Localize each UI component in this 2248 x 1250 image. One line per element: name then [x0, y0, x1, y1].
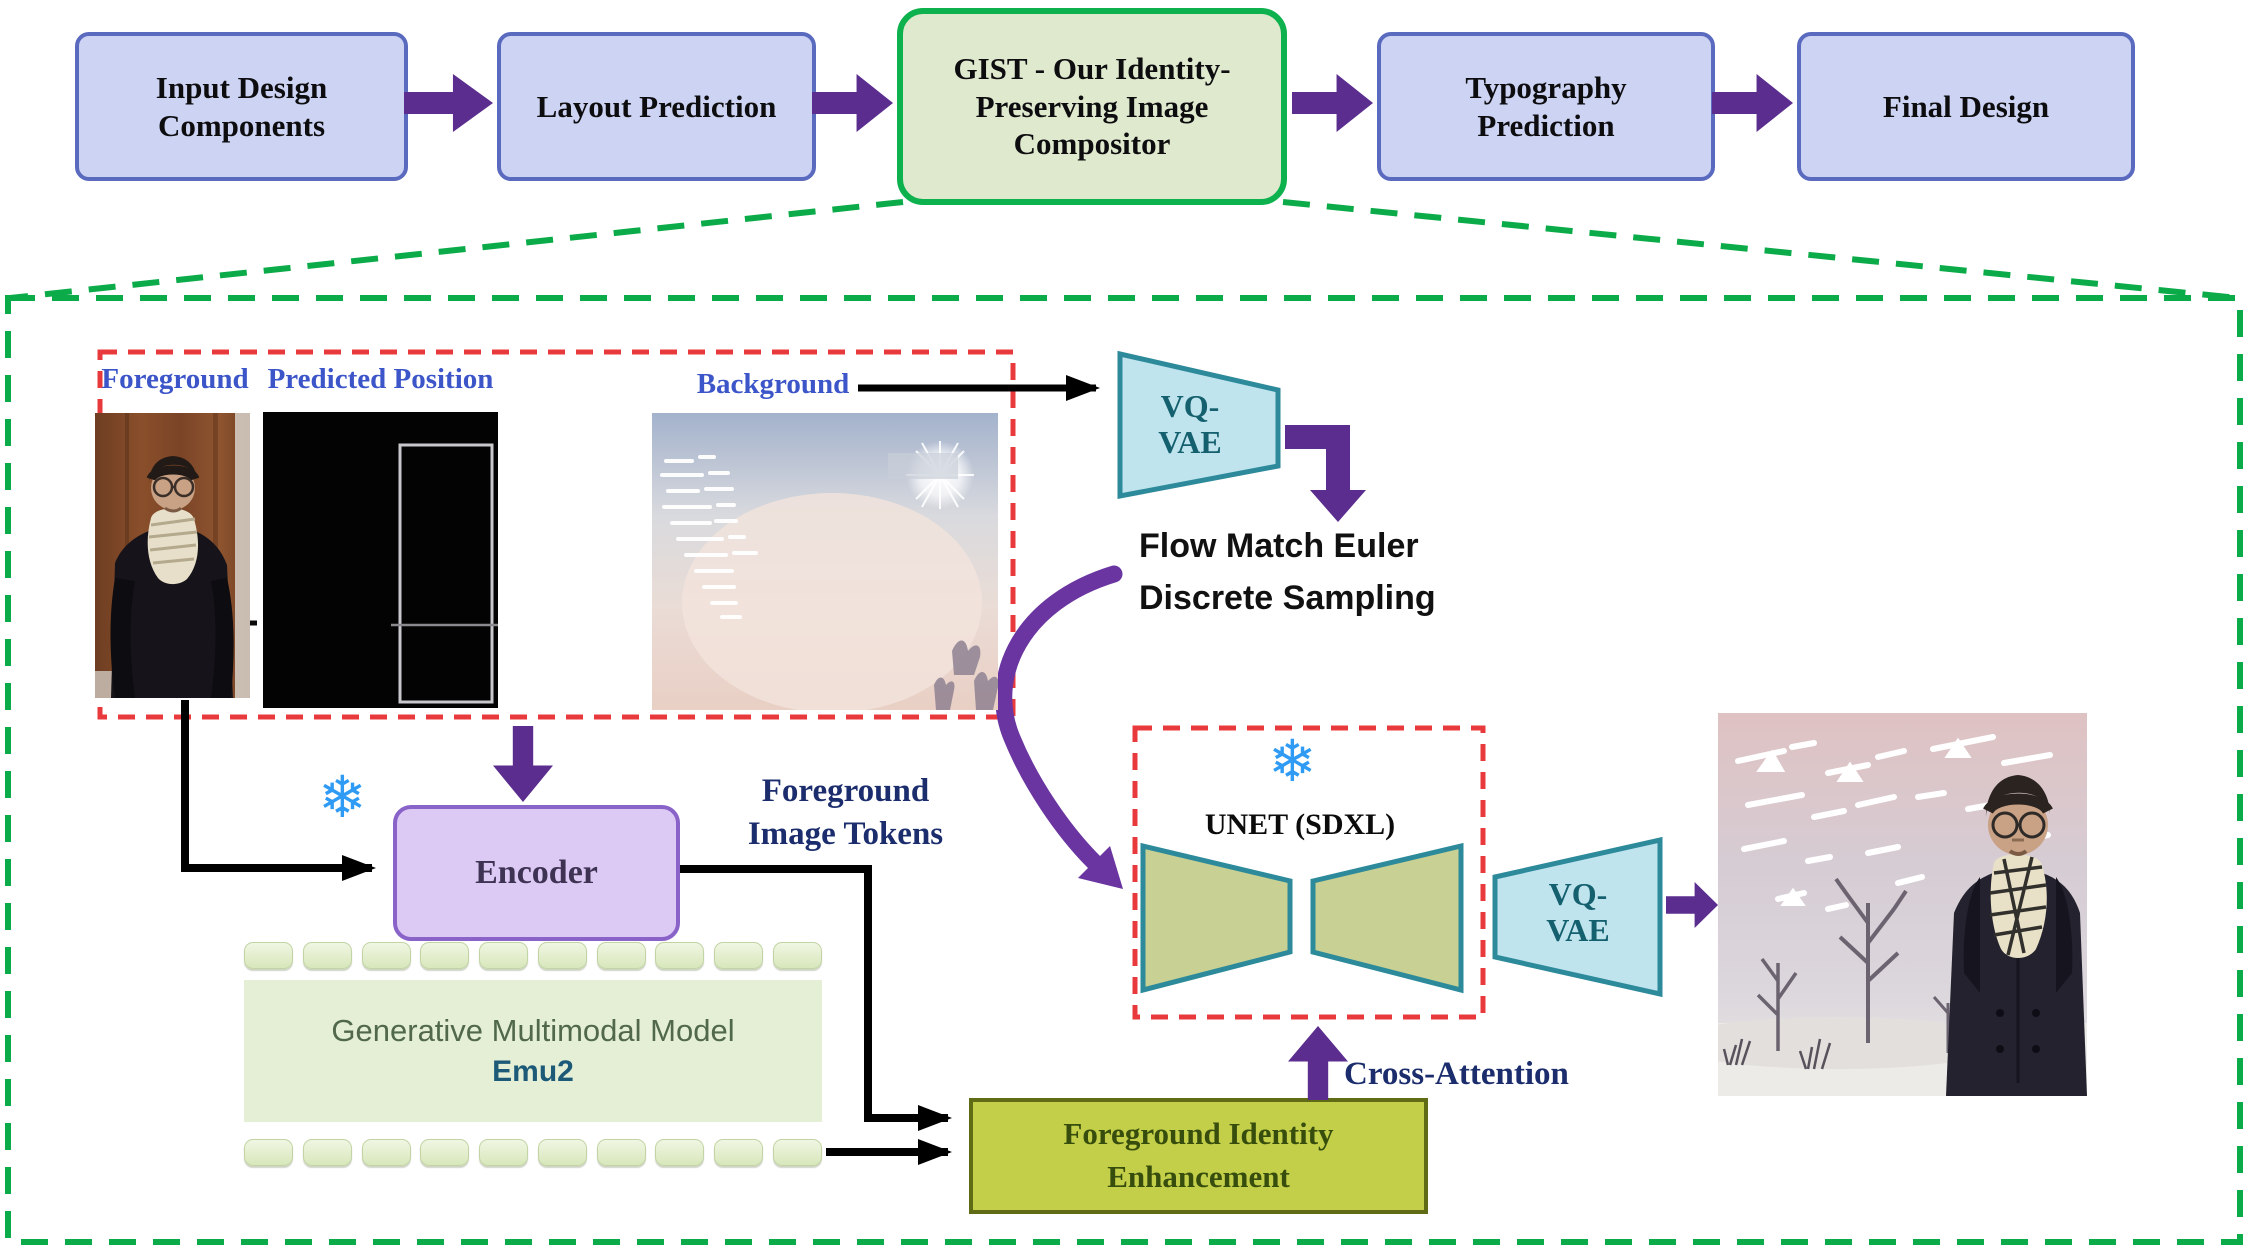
flow-sampling-label: Flow Match Euler Discrete Sampling: [1139, 520, 1436, 624]
token-pill: [596, 1139, 646, 1166]
step-label-line: Prediction: [1477, 107, 1615, 143]
funnel-line-right: [1282, 199, 2239, 301]
input-group-outline: [97, 349, 1016, 720]
token-pill: [655, 942, 705, 969]
predicted-position-label: Predicted Position: [267, 363, 494, 395]
foreground-to-encoder-arrow: [181, 700, 376, 881]
encoder-box: Encoder: [393, 805, 680, 941]
unet-trapezoids: [1140, 842, 1464, 994]
unet-decoder-half: [1310, 842, 1464, 994]
pipeline-step-gist-compositor: GIST - Our Identity- Preserving Image Co…: [897, 8, 1287, 205]
token-pill: [772, 942, 822, 969]
step-label-line: Typography: [1465, 69, 1627, 105]
vqvae-label-line: VAE: [1158, 424, 1222, 460]
token-pill: [479, 1139, 529, 1166]
background-label: Background: [696, 368, 850, 400]
identity-enhancement-box: Foreground Identity Enhancement: [969, 1098, 1428, 1214]
tokens-label-line: Foreground: [761, 773, 930, 809]
snowflake-icon: ❄: [318, 763, 367, 831]
predicted-position-art: [263, 412, 498, 708]
step-label-line: GIST - Our Identity-: [953, 50, 1231, 86]
token-pill: [420, 1139, 470, 1166]
vqvae-label-line: VQ-: [1160, 388, 1220, 424]
encoder-to-fie-arrow: [672, 865, 952, 1131]
token-pill: [714, 1139, 764, 1166]
unet-encoder-half: [1140, 842, 1293, 994]
token-pill: [772, 1139, 822, 1166]
foreground-photo-art: [95, 413, 250, 698]
foreground-tokens-label: Foreground Image Tokens: [723, 770, 968, 856]
tokens-label-line: Image Tokens: [747, 816, 944, 852]
vqvae-label-line: VAE: [1546, 912, 1610, 948]
output-image: [1718, 713, 2087, 1096]
vqvae-encoder-shape: [1117, 350, 1281, 500]
encoder-label: Encoder: [475, 854, 598, 891]
step-label-line: Layout Prediction: [536, 88, 777, 124]
generative-model-name: Emu2: [492, 1055, 574, 1088]
foreground-label: Foreground: [101, 363, 249, 395]
foreground-photo: [95, 413, 250, 698]
token-row-top: [244, 942, 822, 969]
fie-label-line: Enhancement: [1107, 1159, 1290, 1194]
output-image-art: [1718, 713, 2087, 1096]
token-pill: [302, 942, 352, 969]
vqvae-decoder-label: VQ- VAE: [1518, 876, 1638, 948]
token-pill: [655, 1139, 705, 1166]
step-label-line: Final Design: [1882, 88, 2050, 124]
pipeline-step-typography-prediction: Typography Prediction: [1377, 32, 1715, 181]
token-row-bottom: [244, 1139, 822, 1166]
generative-model-box: Generative Multimodal Model Emu2: [244, 980, 822, 1122]
vqvae-down-elbow-arrow: [1285, 425, 1350, 492]
vqvae-label-line: VQ-: [1548, 876, 1608, 912]
background-image: [652, 413, 998, 710]
flow-label-line: Flow Match Euler: [1139, 527, 1419, 565]
token-pill: [714, 942, 764, 969]
fie-label-line: Foreground Identity: [1063, 1116, 1334, 1152]
pipeline-step-final-design: Final Design: [1797, 32, 2135, 181]
vqvae-encoder-label: VQ- VAE: [1130, 388, 1250, 460]
token-pill: [361, 942, 411, 969]
curved-arrow-head: [1078, 846, 1123, 889]
token-pill: [244, 1139, 293, 1166]
generative-model-title: Generative Multimodal Model: [331, 1013, 735, 1048]
token-pill: [596, 942, 646, 969]
pipeline-step-layout-prediction: Layout Prediction: [497, 32, 816, 181]
pipeline-step-input-design: Input Design Components: [75, 32, 408, 181]
background-art: [652, 413, 998, 710]
detail-container-outline: [5, 295, 2243, 1245]
snowflake-icon: ❄: [1268, 727, 1317, 795]
flow-label-line: Discrete Sampling: [1139, 579, 1436, 617]
vqvae-decoder-shape: [1492, 836, 1663, 998]
token-pill: [537, 942, 587, 969]
token-pill: [537, 1139, 587, 1166]
token-pill: [420, 942, 470, 969]
step-label-line: Components: [157, 107, 326, 143]
token-pill: [302, 1139, 352, 1166]
unet-label: UNET (SDXL): [1204, 808, 1396, 841]
curved-sampling-to-unet-arrow: [995, 565, 1123, 871]
token-pill: [479, 942, 529, 969]
token-pill: [244, 942, 293, 969]
step-label-line: Input Design: [155, 69, 328, 105]
cross-attention-label: Cross-Attention: [1344, 1056, 1569, 1092]
predicted-position-image: [263, 412, 498, 708]
funnel-line-left: [9, 199, 904, 301]
vqvae-down-elbow-arrowhead: [1310, 490, 1366, 522]
step-label-line: Compositor: [1013, 126, 1171, 162]
step-label-line: Preserving Image: [975, 88, 1209, 124]
unet-group-outline: [1132, 725, 1486, 1020]
token-pill: [361, 1139, 411, 1166]
